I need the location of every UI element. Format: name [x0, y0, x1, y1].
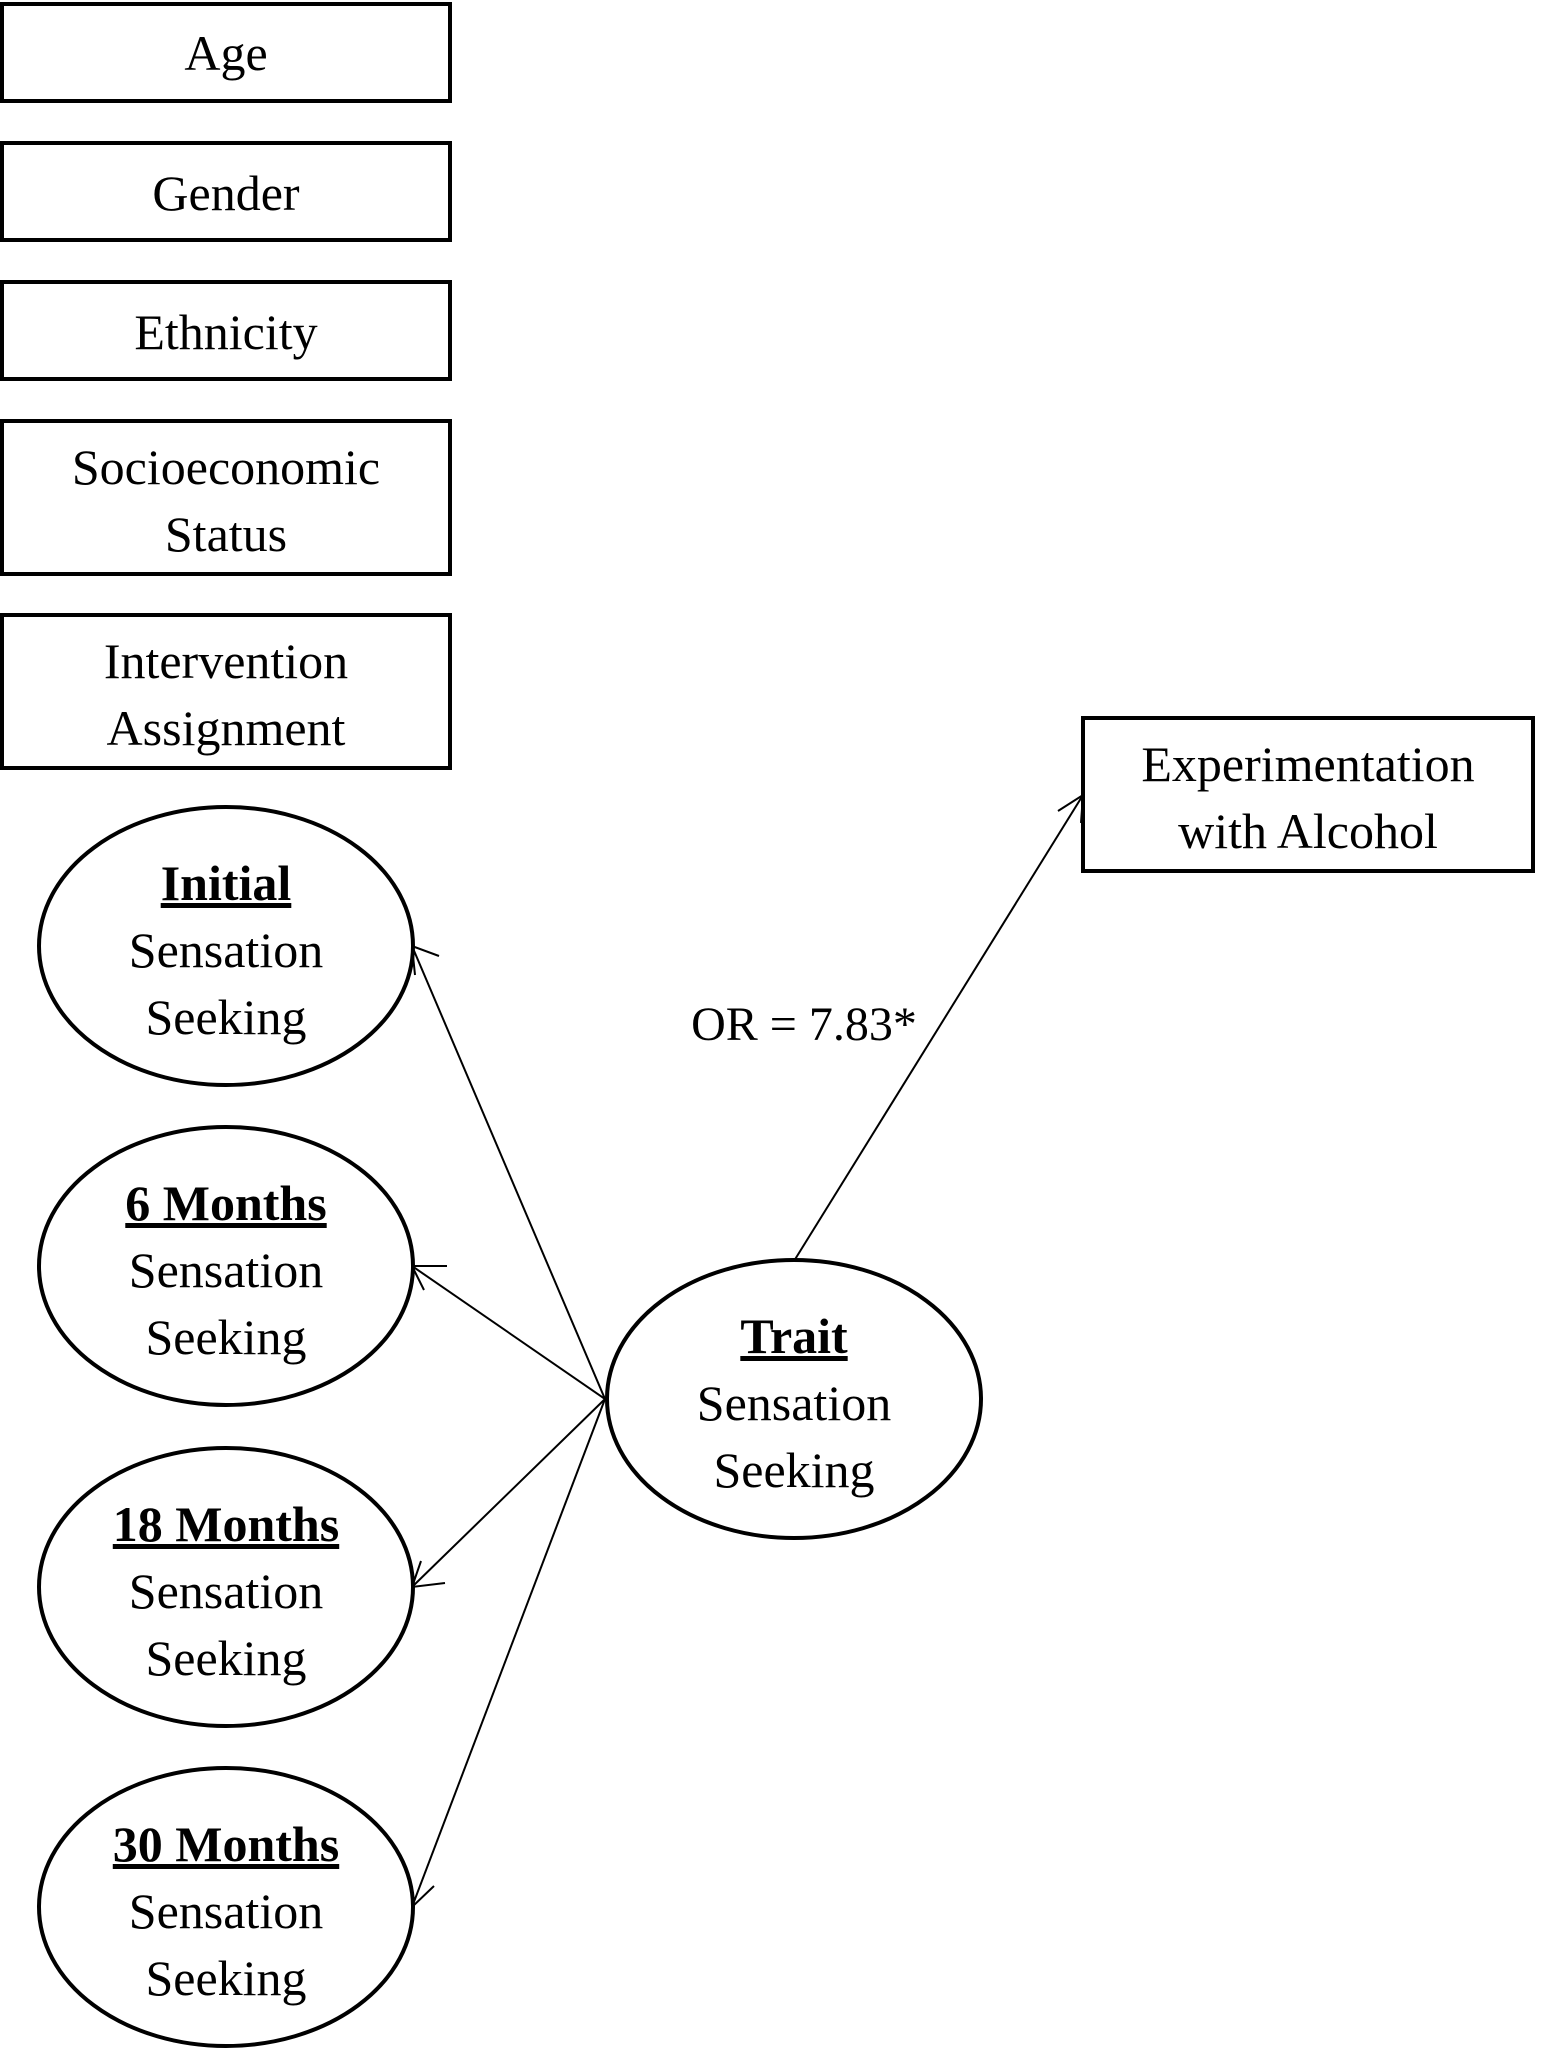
- outcome-line1: Experimentation: [1141, 736, 1474, 792]
- indicator-18-months: 18 Months Sensation Seeking: [37, 1446, 415, 1728]
- indicator-30-months: 30 Months Sensation Seeking: [37, 1766, 415, 2048]
- covariate-socioeconomic-status: Socioeconomic Status: [0, 419, 452, 576]
- indicator-initial-line1: Sensation: [129, 922, 323, 978]
- path-trait-to-6-months: [411, 1265, 606, 1400]
- covariate-intervention-line2: Assignment: [107, 700, 346, 756]
- covariate-gender-label: Gender: [152, 165, 299, 221]
- latent-trait-title: Trait: [740, 1308, 848, 1364]
- indicator-30-months-line2: Seeking: [145, 1950, 306, 2006]
- indicator-30-months-line1: Sensation: [129, 1883, 323, 1939]
- covariate-age-label: Age: [184, 25, 267, 81]
- covariate-intervention-assignment: Intervention Assignment: [0, 613, 452, 770]
- covariate-ses-line2: Status: [165, 506, 287, 562]
- indicator-initial-line2: Seeking: [145, 989, 306, 1045]
- arrowhead-outcome: [1057, 793, 1085, 824]
- paths: [411, 794, 1084, 1908]
- path-trait-to-30-months: [411, 1398, 606, 1908]
- indicator-6-months-line1: Sensation: [129, 1242, 323, 1298]
- indicator-18-months-title: 18 Months: [113, 1496, 339, 1552]
- outcome-experimentation-with-alcohol: Experimentation with Alcohol: [1081, 716, 1535, 873]
- path-label-odds-ratio: OR = 7.83*: [691, 998, 917, 1051]
- covariate-ethnicity: Ethnicity: [0, 280, 452, 381]
- latent-trait-sensation-seeking: Trait Sensation Seeking: [605, 1258, 983, 1540]
- covariate-gender: Gender: [0, 141, 452, 242]
- indicator-18-months-line2: Seeking: [145, 1630, 306, 1686]
- covariate-intervention-line1: Intervention: [104, 633, 348, 689]
- arrowhead-initial: [410, 944, 440, 976]
- path-trait-to-initial: [411, 945, 606, 1400]
- indicator-18-months-line1: Sensation: [129, 1563, 323, 1619]
- indicator-6-months: 6 Months Sensation Seeking: [37, 1125, 415, 1407]
- covariate-ethnicity-label: Ethnicity: [134, 304, 317, 360]
- covariate-age: Age: [0, 2, 452, 103]
- indicator-6-months-title: 6 Months: [125, 1175, 326, 1231]
- path-trait-to-outcome: [793, 794, 1084, 1262]
- latent-trait-line1: Sensation: [697, 1375, 891, 1431]
- indicator-6-months-line2: Seeking: [145, 1309, 306, 1365]
- outcome-line2: with Alcohol: [1178, 803, 1438, 859]
- covariate-ses-line1: Socioeconomic: [72, 439, 380, 495]
- indicator-initial-title: Initial: [161, 855, 292, 911]
- indicator-30-months-title: 30 Months: [113, 1816, 339, 1872]
- latent-trait-line2: Seeking: [713, 1442, 874, 1498]
- path-trait-to-18-months: [411, 1398, 606, 1588]
- indicator-initial: Initial Sensation Seeking: [37, 805, 415, 1087]
